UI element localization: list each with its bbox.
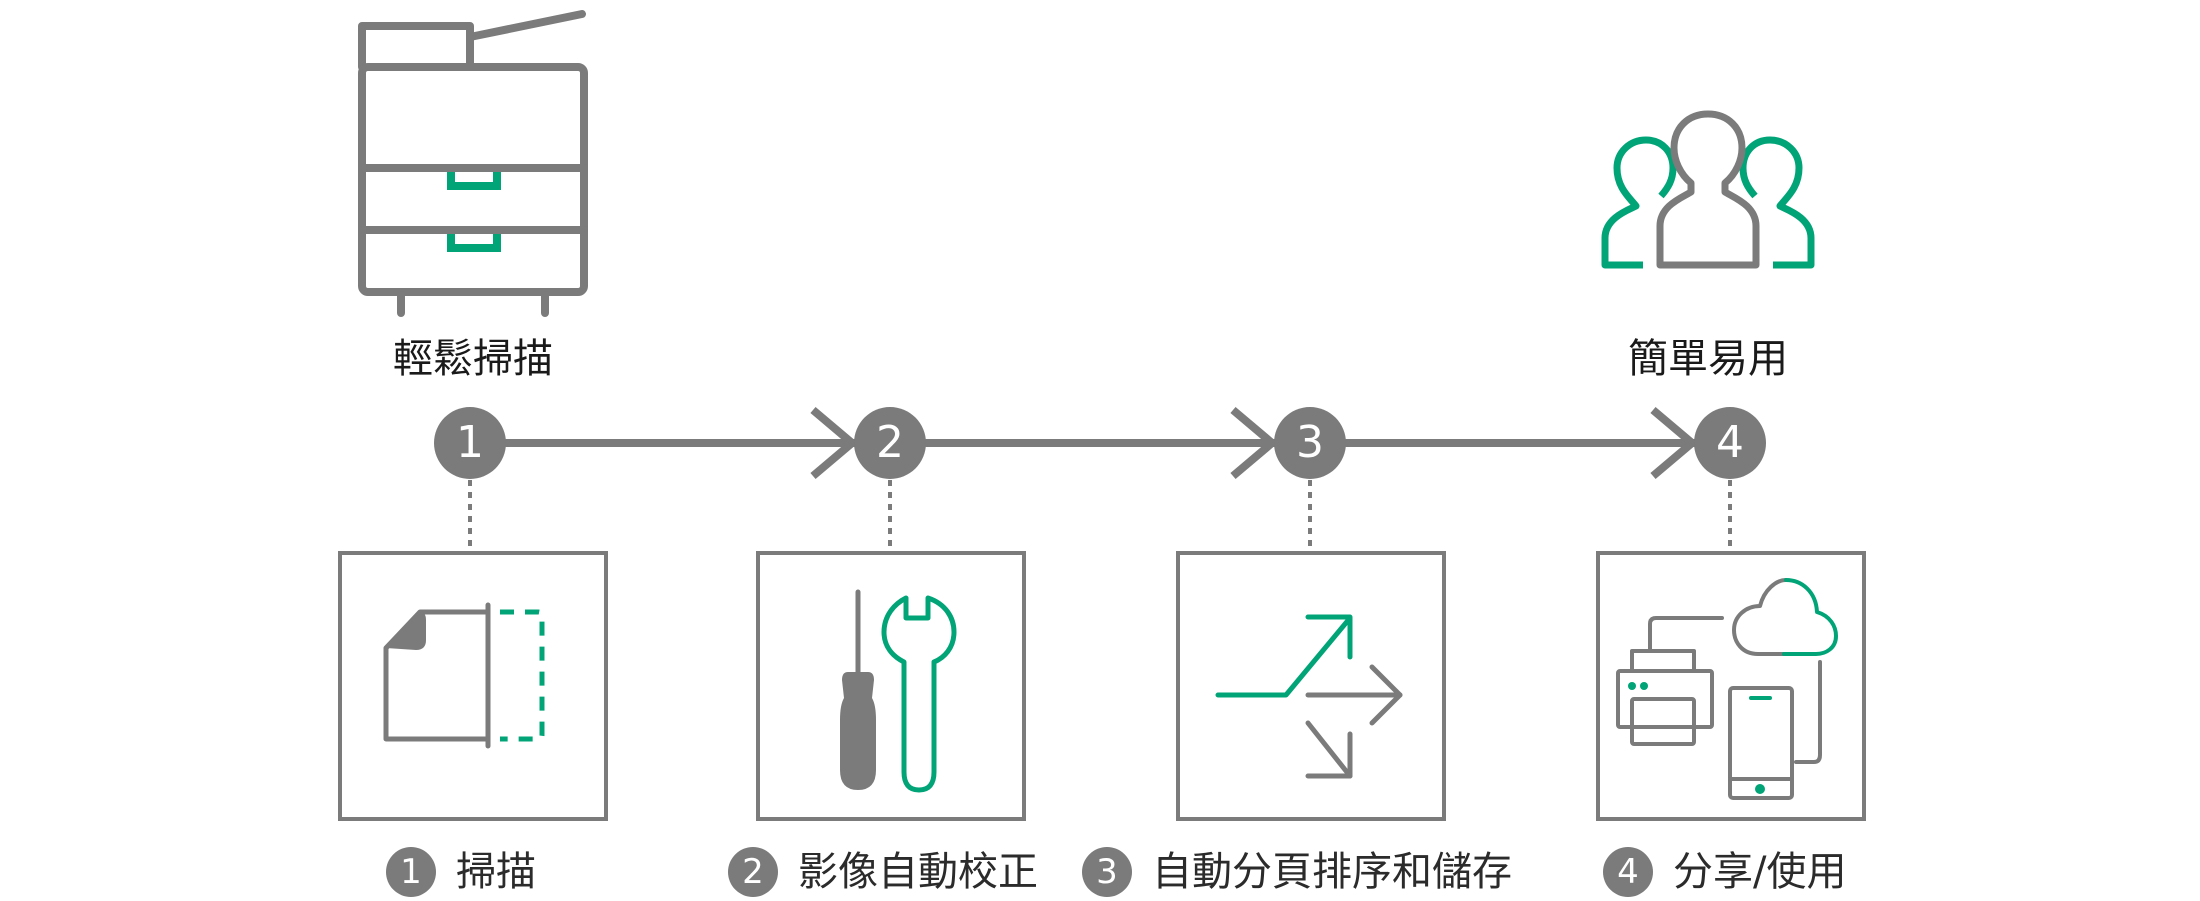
step-3-marker: 3: [1274, 407, 1346, 479]
step-1-box: [338, 551, 608, 821]
step-4-marker: 4: [1694, 407, 1766, 479]
split-arrows-icon: [1215, 614, 1403, 779]
step-2-caption: 2 影像自動校正: [728, 845, 1038, 899]
step-2-caption-number: 2: [728, 847, 778, 897]
step-3-caption: 3 自動分頁排序和儲存: [1082, 845, 1512, 899]
easy-use-label: 簡單易用: [1628, 336, 1788, 382]
step-1-caption: 1 掃描: [386, 845, 536, 899]
step-3-box: [1176, 551, 1446, 821]
users-group-icon: [1601, 110, 1815, 269]
step-1-marker: 1: [434, 407, 506, 479]
printer-tray-handles: [447, 172, 501, 252]
dotted-leaders: [468, 480, 1732, 548]
step-2-caption-text: 影像自動校正: [798, 849, 1038, 895]
step-3-caption-text: 自動分頁排序和儲存: [1152, 849, 1512, 895]
screwdriver-wrench-icon: [840, 589, 957, 793]
step-1-caption-text: 掃描: [456, 849, 536, 895]
step-4-caption: 4 分享/使用: [1603, 845, 1846, 899]
document-scan-icon: [383, 602, 545, 749]
step-2-marker: 2: [854, 407, 926, 479]
step-4-box: [1596, 551, 1866, 821]
printer-cloud-phone-icon: [1616, 578, 1838, 800]
multifunction-printer-icon: [358, 10, 588, 317]
easy-scan-label: 輕鬆掃描: [393, 336, 553, 382]
step-3-caption-number: 3: [1082, 847, 1132, 897]
step-2-box: [756, 551, 1026, 821]
timeline-connector: [470, 406, 1730, 480]
step-4-caption-number: 4: [1603, 847, 1653, 897]
step-1-caption-number: 1: [386, 847, 436, 897]
step-4-caption-text: 分享/使用: [1673, 849, 1847, 895]
